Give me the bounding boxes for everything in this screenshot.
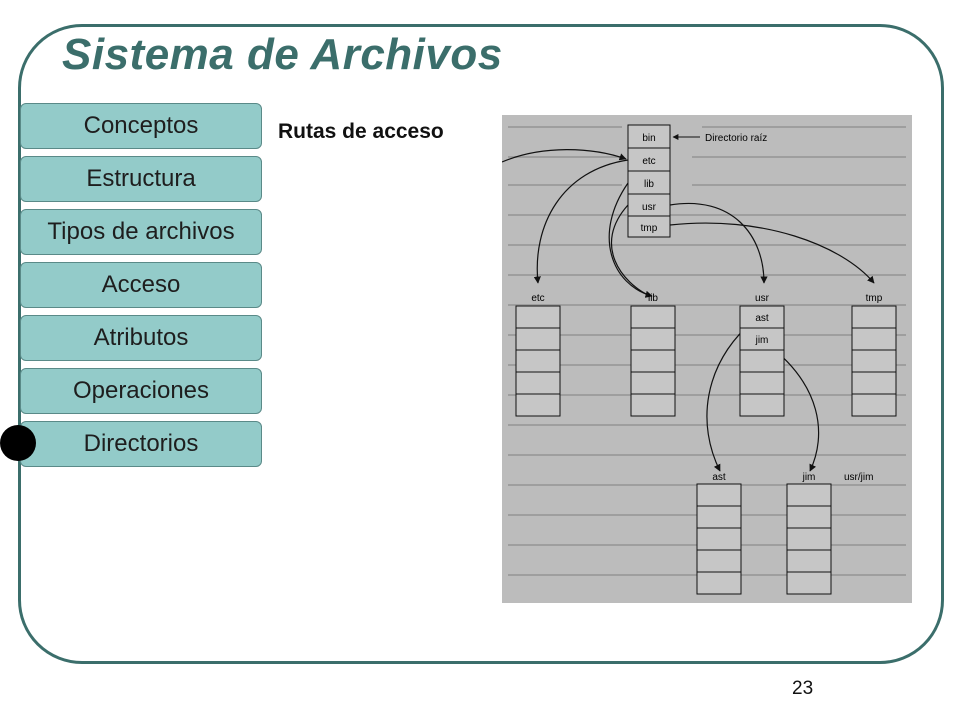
nav-operaciones-button[interactable]: Operaciones [20,368,262,414]
background-text-texture [508,126,906,576]
nav-tipos-de-archivos-button[interactable]: Tipos de archivos [20,209,262,255]
directory-tree-diagram: bin etc lib usr tmp Directorio raíz etc [502,124,906,595]
root-entry-usr: usr [642,202,657,213]
dir-table-tmp [851,305,897,417]
dir-table-lib [630,305,676,417]
dir-label-jim: jim [802,472,816,483]
dir-table-jim [786,483,832,595]
root-entry-lib: lib [644,179,654,190]
path-label-usr-jim: usr/jim [844,472,873,483]
nav-estructura-button[interactable]: Estructura [20,156,262,202]
slide-frame [18,24,944,664]
nav-atributos-button[interactable]: Atributos [20,315,262,361]
dir-label-ast: ast [712,472,726,483]
dir-table-ast [696,483,742,595]
dir-label-etc: etc [531,293,544,304]
section-nav: Conceptos Estructura Tipos de archivos A… [20,103,262,474]
active-section-bullet-icon [0,425,36,461]
usr-entry-ast: ast [755,313,769,324]
root-entry-etc: etc [642,156,655,167]
dir-label-lib: lib [648,293,658,304]
section-subtitle: Rutas de acceso [278,120,444,143]
directory-tree-figure: bin etc lib usr tmp Directorio raíz etc [502,115,912,603]
root-entry-bin: bin [642,133,655,144]
nav-conceptos-button[interactable]: Conceptos [20,103,262,149]
dir-table-etc [515,305,561,417]
nav-directorios-button[interactable]: Directorios [20,421,262,467]
root-entry-tmp: tmp [641,223,658,234]
dir-table-usr [739,305,785,417]
nav-acceso-button[interactable]: Acceso [20,262,262,308]
slide-title: Sistema de Archivos [62,30,503,79]
dir-label-tmp: tmp [866,293,883,304]
page-number: 23 [792,678,814,699]
usr-entry-jim: jim [755,335,769,346]
root-directory-table: bin etc lib usr tmp [627,124,671,238]
dir-label-usr: usr [755,293,770,304]
root-directory-label: Directorio raíz [705,133,767,144]
